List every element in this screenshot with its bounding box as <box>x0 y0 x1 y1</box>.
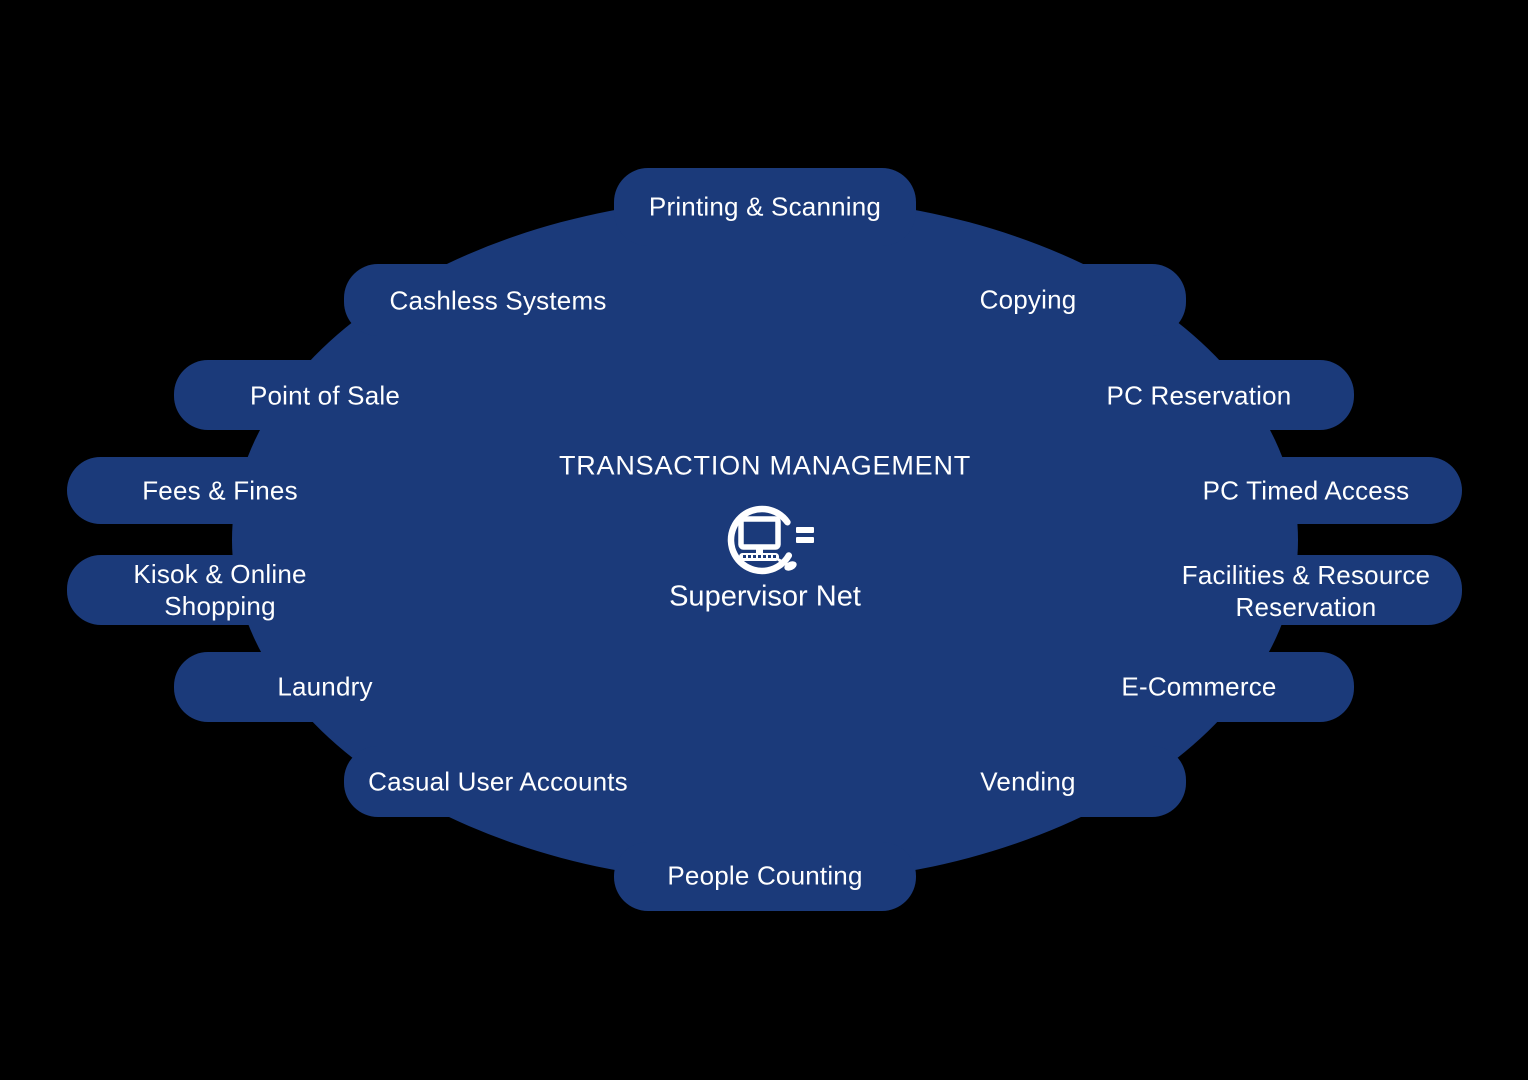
blob-row-4 <box>67 457 1462 524</box>
node-facilities-resource-reservation: Facilities & Resource Reservation <box>1181 560 1431 622</box>
mouse-icon <box>777 558 797 571</box>
blob-row-3 <box>174 360 1354 430</box>
blob-row-7 <box>344 746 1186 817</box>
node-printing-scanning: Printing & Scanning <box>648 191 882 222</box>
equals-bars <box>796 527 814 543</box>
node-e-commerce: E-Commerce <box>1121 671 1277 702</box>
node-cashless-systems: Cashless Systems <box>389 285 607 316</box>
product-name: Supervisor Net <box>669 580 861 613</box>
node-pc-reservation: PC Reservation <box>1106 380 1292 411</box>
monitor-icon <box>738 516 781 550</box>
blob-row-8 <box>614 842 916 911</box>
node-point-of-sale: Point of Sale <box>249 380 401 411</box>
node-fees-fines: Fees & Fines <box>142 475 298 506</box>
blob-row-6 <box>174 652 1354 722</box>
ring-arc <box>727 505 793 575</box>
node-copying: Copying <box>979 284 1077 315</box>
node-pc-timed-access: PC Timed Access <box>1202 475 1410 506</box>
center-title: TRANSACTION MANAGEMENT <box>558 450 972 481</box>
node-vending: Vending <box>980 766 1076 797</box>
blob-row-2 <box>344 264 1186 336</box>
node-laundry: Laundry <box>277 671 373 702</box>
monitor-stand <box>756 547 763 554</box>
keyboard-keys <box>743 555 776 558</box>
node-people-counting: People Counting <box>667 860 863 891</box>
blob-row-1 <box>614 168 916 246</box>
node-casual-user-accounts: Casual User Accounts <box>368 766 628 797</box>
node-kiosk-online-shopping: Kisok & Online Shopping <box>133 559 307 621</box>
blob-row-5 <box>67 555 1462 625</box>
computer-in-circle-logo-icon <box>727 505 814 575</box>
